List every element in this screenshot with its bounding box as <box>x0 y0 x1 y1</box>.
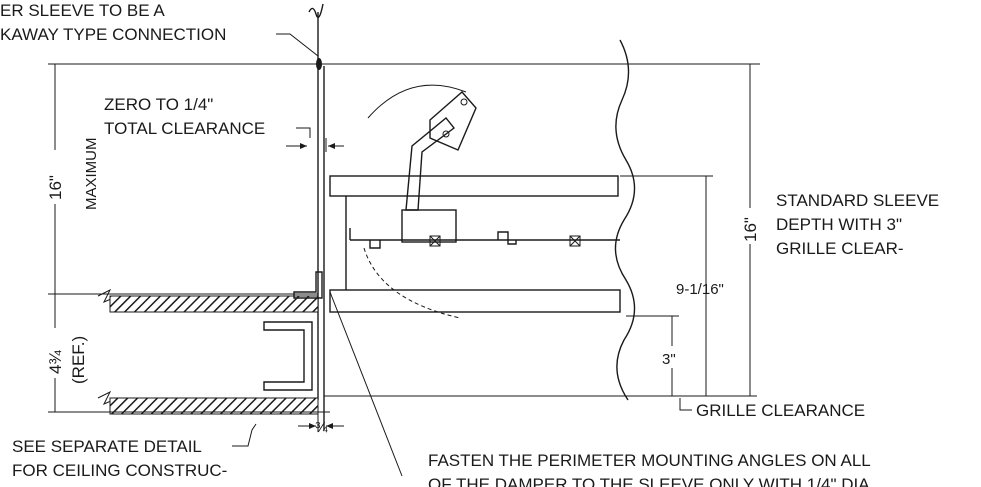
grille-dimension-label: 3" <box>662 351 676 368</box>
sleeve-connection-leader <box>276 33 319 66</box>
damper-actuator-box <box>401 209 457 243</box>
clearance-note-line2: TOTAL CLEARANCE <box>104 119 265 138</box>
damper-dimension-label: 9-1/16" <box>676 281 724 298</box>
damper-operator-arm <box>405 117 455 211</box>
clearance-note-line1: ZERO TO 1/4" <box>104 95 213 114</box>
standard-sleeve-note-line3: GRILLE CLEAR- <box>776 239 904 258</box>
damper-break-line <box>614 39 636 401</box>
angle-dimension-label: ¾ <box>315 419 328 436</box>
ceiling-note-line2: FOR CEILING CONSTRUC- <box>12 461 227 480</box>
operator-pivot-2 <box>460 98 468 106</box>
sleeve-connection-note-line2: KAWAY TYPE CONNECTION <box>0 25 226 44</box>
sleeve-break-symbol <box>308 3 324 18</box>
left-dimension-maximum-label: MAXIMUM <box>83 138 100 211</box>
left-dimension-ref-label: (REF.) <box>69 336 88 384</box>
sleeve-connection-note-line1: ER SLEEVE TO BE A <box>0 1 165 20</box>
fusible-link-icon-1 <box>429 235 441 247</box>
fusible-link-icon-2 <box>569 235 581 247</box>
standard-sleeve-note-line2: DEPTH WITH 3" <box>776 215 902 234</box>
operator-pivot-1 <box>442 130 450 138</box>
damper-blade-detail <box>349 228 517 249</box>
ceiling-upper-hatch <box>109 295 319 313</box>
grille-clearance-leader <box>679 398 692 411</box>
fasten-note-line1: FASTEN THE PERIMETER MOUNTING ANGLES ON … <box>428 451 871 470</box>
fasten-note-line2: OF THE DAMPER TO THE SLEEVE ONLY WITH 1/… <box>428 475 870 487</box>
grille-clearance-label: GRILLE CLEARANCE <box>696 401 865 420</box>
ceiling-note-leader <box>232 423 257 447</box>
blade-swing-arc <box>363 247 461 319</box>
perimeter-mounting-angle <box>293 271 323 299</box>
operator-swing-arc <box>367 84 467 119</box>
standard-sleeve-note-line1: STANDARD SLEEVE <box>776 191 939 210</box>
ceiling-note-line1: SEE SEPARATE DETAIL <box>12 437 202 456</box>
fasten-note-leader <box>329 291 403 477</box>
right-dimension-16-label: 16" <box>741 217 760 242</box>
damper-top-flange <box>329 175 619 197</box>
ceiling-lower-hatch <box>109 397 319 415</box>
damper-bottom-flange <box>329 289 621 313</box>
ceiling-channel-stud <box>263 321 313 391</box>
left-dimension-16-label: 16" <box>46 175 65 200</box>
left-dimension-4-3-4-label: 4¾ <box>46 350 65 374</box>
damper-operator-head <box>429 91 477 151</box>
clearance-leader <box>296 127 311 138</box>
